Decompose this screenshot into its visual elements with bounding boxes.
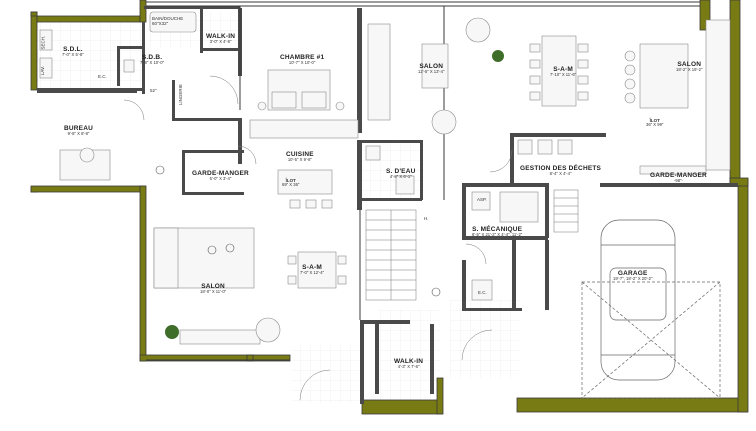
stool-icon (624, 50, 636, 62)
room-dims: 18'-2" X 19'-2" (676, 67, 703, 73)
exterior-walls (30, 0, 749, 415)
room-name: GARDE-MANGER (650, 172, 707, 179)
interior-walls (37, 6, 738, 404)
vacuum-label: ASP. (477, 197, 487, 202)
linen-label: LINGERIE (177, 84, 183, 106)
room-cuisine: CUISINE 10'-5" X 9'-8" (286, 151, 314, 163)
room-name: CUISINE (286, 151, 314, 158)
room-name: BUREAU (64, 125, 94, 132)
dimension-52-label: 52" (150, 88, 157, 93)
room-salon-left: SALON 18'-0" X 11'-0" (200, 283, 226, 295)
room-dims: 4'-3" X 7'-6" (397, 364, 420, 370)
island-dims: 36" X 99" (646, 122, 664, 128)
car-icon (581, 219, 721, 399)
water-heater-label-2: E.C. (478, 290, 487, 295)
bathtub-label: BAIN/DOUCHE 60"X32" (152, 16, 183, 26)
room-garage: GARAGE 19'-7", 18'-2" X 20'-2" (613, 270, 652, 282)
room-seau: S. D'EAU 4'-8" X 6'-1" (386, 168, 416, 180)
room-dims: -98"- (674, 178, 683, 184)
stair-up-label: H. (424, 216, 429, 221)
dryer-label: SECH. (40, 35, 46, 50)
counter-icon (249, 119, 359, 139)
room-name: WALK-IN (394, 358, 424, 365)
room-dims: 19'-7", 18'-2" X 20'-2" (613, 276, 653, 282)
island-icon (639, 43, 689, 109)
room-dims: 7'-0" X 5'-8" (62, 52, 84, 58)
plant-icon (165, 50, 504, 339)
room-sdb: S.D.B. 7'-8" X 10'-0" (140, 54, 164, 66)
room-name: SALON (677, 61, 702, 68)
room-name: S. MÉCANIQUE (472, 226, 523, 233)
room-name: S.D.B. (141, 54, 163, 61)
room-dims: 12'-5" X 13'-4" (418, 69, 445, 75)
room-name: S.D.L. (63, 46, 83, 53)
lamp-icon (257, 101, 267, 111)
room-ilot-right: ÎLOT 36" X 99" (646, 118, 663, 128)
room-dims: 18'-0" X 11'-0" (200, 289, 227, 295)
room-dims: 6'-5" X 21'-2" X 4'-4", 11'-2" (472, 232, 523, 238)
room-salon-right: SALON 18'-2" X 19'-2" (676, 61, 702, 73)
room-name: GARAGE (617, 270, 648, 277)
room-dims: 5'-0" X 3'-4" (209, 176, 232, 182)
room-dims: 9'-8" X 8'-8" (67, 131, 90, 137)
room-dims: 8'-4" X 4'-4" (549, 171, 572, 177)
bathtub-icon (149, 11, 197, 33)
outline-lines (146, 1, 700, 361)
room-bureau: BUREAU 9'-8" X 8'-8" (64, 125, 93, 137)
room-name: S-A-M (553, 66, 573, 73)
room-smecanique: S. MÉCANIQUE 6'-5" X 21'-2" X 4'-4", 11'… (472, 226, 522, 238)
room-dims: 7'-8" X 10'-0" (140, 60, 165, 66)
staircase (365, 189, 579, 301)
room-name: GESTION DES DÉCHETS (520, 165, 602, 172)
dining-table-left-icon (297, 251, 337, 289)
room-chambre: CHAMBRE #1 10'-7" X 10'-0" (280, 54, 324, 66)
dining-table-icon (541, 35, 577, 107)
sofa-icon (367, 23, 391, 121)
washer-label: LAV. (39, 66, 45, 76)
room-name: SALON (201, 283, 225, 290)
bathtub-text: BAIN/DOUCHE (152, 16, 184, 21)
room-name: GARDE-MANGER (192, 170, 249, 177)
room-dims: 7'-10" X 11'-6" (550, 72, 577, 78)
room-garde-manger-right: GARDE-MANGER -98"- (650, 172, 707, 184)
room-name: CHAMBRE #1 (280, 54, 325, 61)
room-dims: 10'-7" X 10'-0" (288, 60, 316, 66)
room-sam-left: S-A-M 7'-0" X 12'-4" (300, 264, 324, 276)
room-name: SALON (419, 63, 444, 70)
kitchen-island-icon (277, 169, 333, 195)
room-walkin-top: WALK-IN 3'-0" X 4'-8" (206, 33, 235, 45)
bathtub-dims: 60"X32" (152, 21, 169, 27)
room-dims: 7'-0" X 12'-4" (300, 270, 325, 276)
island-name: ÎLOT (285, 178, 296, 183)
room-gestion: GESTION DES DÉCHETS 8'-4" X 4'-4" (520, 165, 601, 177)
door-swings (123, 75, 513, 401)
room-dims: 10'-5" X 9'-8" (287, 157, 312, 163)
island-name: ÎLOT (649, 118, 660, 123)
room-name: S. D'EAU (386, 168, 416, 175)
room-dims: 4'-8" X 6'-1" (389, 174, 412, 180)
armchair-icon (465, 17, 491, 43)
room-sam-right: S-A-M 7'-10" X 11'-6" (550, 66, 576, 78)
room-salon-mid: SALON 12'-5" X 13'-4" (418, 63, 444, 75)
room-walkin-bottom: WALK-IN 4'-3" X 7'-6" (394, 358, 423, 370)
room-ilot-left: ÎLOT 69" X 36" (282, 178, 299, 188)
furniture (39, 11, 731, 345)
room-name: S-A-M (302, 264, 322, 271)
water-heater-label-1: E.C. (98, 74, 107, 79)
room-sdl: S.D.L. 7'-0" X 5'-8" (62, 46, 84, 58)
room-name: WALK-IN (206, 33, 236, 40)
tiled-floors (37, 12, 520, 412)
island-dims: 69" X 36" (282, 182, 300, 188)
room-dims: 3'-0" X 4'-8" (209, 39, 232, 45)
person-icon (155, 165, 441, 297)
room-garde-manger-left: GARDE-MANGER 5'-0" X 3'-4" (192, 170, 249, 182)
